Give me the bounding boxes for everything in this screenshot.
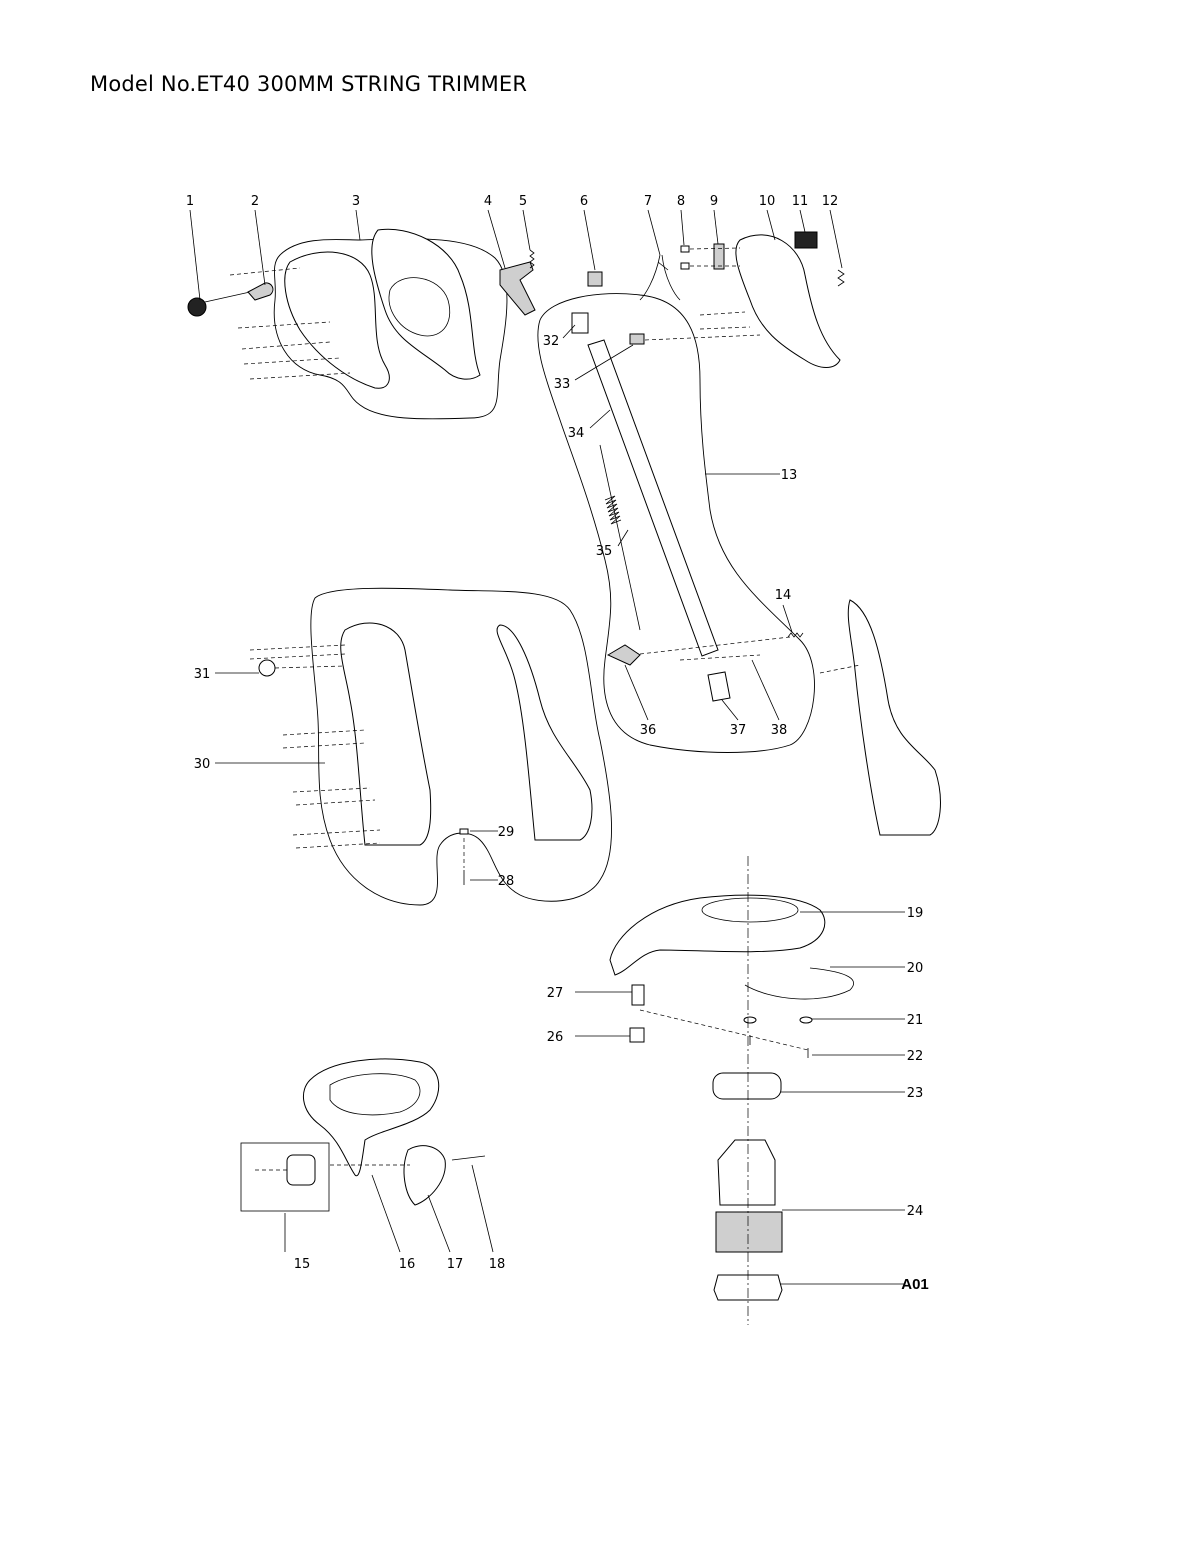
part-label-18: 18 bbox=[489, 1257, 506, 1272]
part-33-button bbox=[629, 333, 645, 345]
leader-lines bbox=[189, 209, 905, 1285]
part-19-guard bbox=[609, 894, 826, 976]
page-title: Model No.ET40 300MM STRING TRIMMER bbox=[90, 72, 528, 96]
part-label-14: 14 bbox=[775, 588, 792, 603]
part-21-washer bbox=[743, 1016, 757, 1024]
part-35-spring-cable bbox=[599, 444, 641, 631]
part-12-spring bbox=[837, 269, 845, 287]
part-label-11: 11 bbox=[792, 194, 809, 209]
part-16-auxiliary-handle bbox=[302, 1058, 440, 1177]
part-label-7: 7 bbox=[644, 194, 652, 209]
part-4-trigger bbox=[499, 261, 536, 316]
part-29-nut bbox=[459, 828, 469, 835]
part-label-12: 12 bbox=[822, 194, 839, 209]
part-label-30: 30 bbox=[194, 757, 211, 772]
part-20-wire-guide bbox=[744, 967, 854, 1000]
part-label-31: 31 bbox=[194, 667, 211, 682]
part-label-13: 13 bbox=[781, 468, 798, 483]
part-label-15: 15 bbox=[294, 1257, 311, 1272]
part-18-bolt bbox=[451, 1155, 486, 1161]
part-label-4: 4 bbox=[484, 194, 492, 209]
group-outline-30 bbox=[310, 587, 612, 906]
part-label-36: 36 bbox=[640, 723, 657, 738]
part-label-29: 29 bbox=[498, 825, 515, 840]
part-24-motor bbox=[717, 1139, 776, 1206]
part-label-6: 6 bbox=[580, 194, 588, 209]
part-label-34: 34 bbox=[568, 426, 585, 441]
part-label-10: 10 bbox=[759, 194, 776, 209]
part-label-37: 37 bbox=[730, 723, 747, 738]
part-17-clamp-plate bbox=[403, 1145, 446, 1206]
part-2-strain-relief bbox=[247, 282, 274, 301]
part-15-knob-box bbox=[240, 1142, 330, 1212]
part-label-16: 16 bbox=[399, 1257, 416, 1272]
part-6-connector bbox=[587, 271, 603, 287]
part-19-guard-ring bbox=[701, 897, 799, 923]
part-label-19: 19 bbox=[907, 906, 924, 921]
part-label-9: 9 bbox=[710, 194, 718, 209]
assembly-lines bbox=[229, 247, 861, 1325]
part-label-22: 22 bbox=[907, 1049, 924, 1064]
part-7-wires bbox=[639, 254, 681, 301]
part-label-35: 35 bbox=[596, 544, 613, 559]
part-3-housing-right-inner bbox=[388, 277, 450, 337]
part-label-26: 26 bbox=[547, 1030, 564, 1045]
part-30-lower-housing bbox=[340, 622, 432, 846]
part-label-8: 8 bbox=[677, 194, 685, 209]
part-31-grommet bbox=[258, 659, 276, 677]
part-23-ring bbox=[712, 1072, 782, 1100]
part-27-blade bbox=[631, 984, 645, 1006]
part-37-nut bbox=[707, 671, 731, 702]
part-label-2: 2 bbox=[251, 194, 259, 209]
part-34-tube bbox=[587, 339, 719, 657]
part-label-33: 33 bbox=[554, 377, 571, 392]
part-3-housing-left bbox=[284, 251, 390, 389]
part-21-washer-2 bbox=[799, 1016, 813, 1024]
part-label-5: 5 bbox=[519, 194, 527, 209]
part-label-27: 27 bbox=[547, 986, 564, 1001]
group-outline-13 bbox=[537, 293, 815, 753]
part-36-bracket bbox=[606, 644, 641, 666]
part-32-clip bbox=[571, 312, 589, 334]
part-label-32: 32 bbox=[543, 334, 560, 349]
part-16-handle-inner bbox=[329, 1073, 421, 1116]
part-label-3: 3 bbox=[352, 194, 360, 209]
part-label-38: 38 bbox=[771, 723, 788, 738]
part-label-1: 1 bbox=[186, 194, 194, 209]
part-8-screws bbox=[680, 245, 690, 270]
part-14-spring bbox=[787, 632, 804, 638]
part-11-switch bbox=[794, 231, 818, 249]
part-13-lower-housing-right bbox=[847, 599, 941, 836]
part-label-20: 20 bbox=[907, 961, 924, 976]
part-9-cord-clamp bbox=[713, 243, 725, 270]
part-30-lower-housing-inner bbox=[496, 624, 593, 841]
part-15-knob bbox=[286, 1154, 316, 1186]
part-label-17: 17 bbox=[447, 1257, 464, 1272]
part-10-housing bbox=[735, 234, 841, 368]
part-label-21: 21 bbox=[907, 1013, 924, 1028]
part-5-spring bbox=[529, 249, 535, 269]
part-label-28: 28 bbox=[498, 874, 515, 889]
part-label-23: 23 bbox=[907, 1086, 924, 1101]
part-3-housing-right bbox=[371, 228, 481, 380]
part-1-plug bbox=[187, 291, 251, 317]
part-A01-spool bbox=[713, 1274, 783, 1301]
part-label-24: 24 bbox=[907, 1204, 924, 1219]
part-label-A01: A01 bbox=[901, 1276, 929, 1293]
part-24-motor-fan bbox=[715, 1211, 783, 1253]
part-26-pad bbox=[629, 1027, 645, 1043]
